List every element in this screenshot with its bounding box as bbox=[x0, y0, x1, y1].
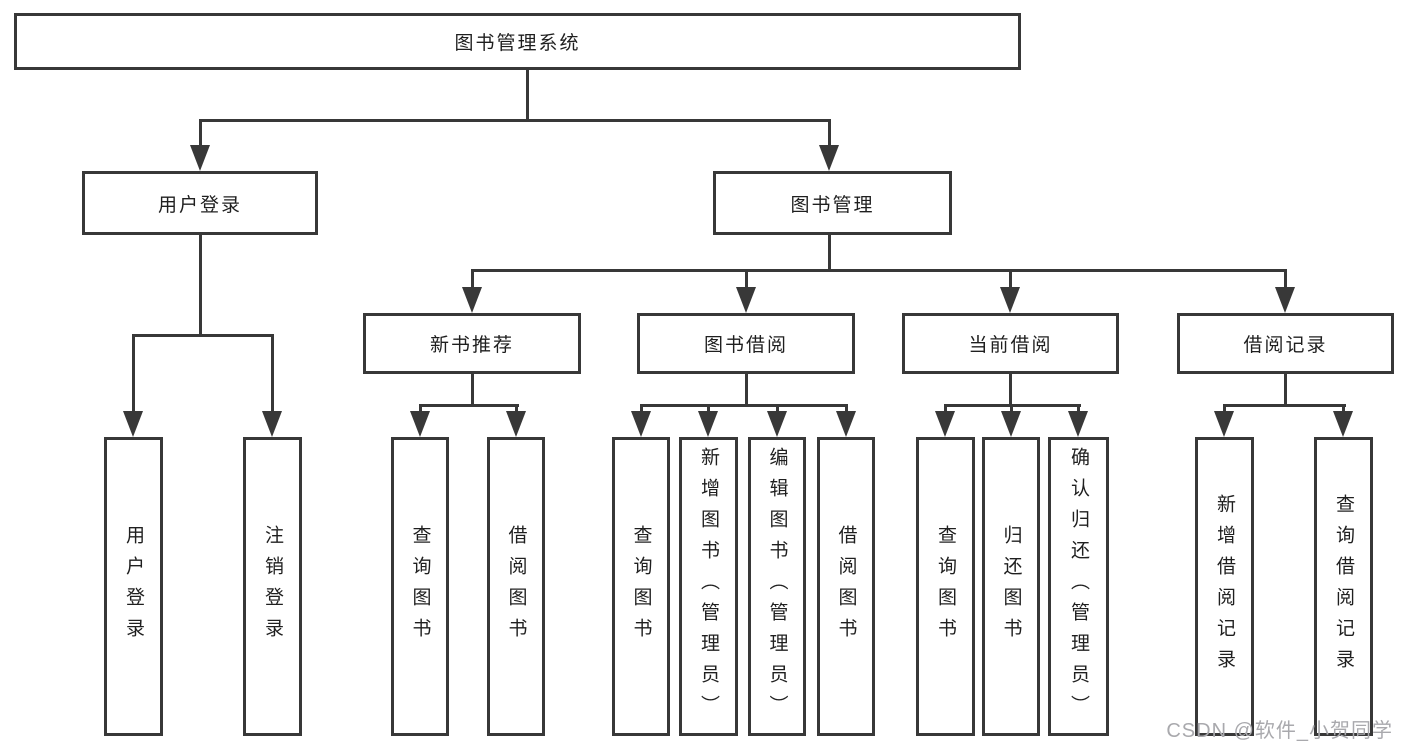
arrowhead-leaf-logout bbox=[262, 411, 282, 437]
arrowhead-cb-return bbox=[1001, 411, 1021, 437]
arrowhead-bb-query bbox=[631, 411, 651, 437]
arrowhead-br-query bbox=[1333, 411, 1353, 437]
node-book-borrowing: 图书借阅 bbox=[637, 313, 855, 374]
leaf-add-borrow-record: 新增借阅记录 bbox=[1195, 437, 1254, 736]
connector-user-login-branch bbox=[132, 334, 274, 337]
arrowhead-br-add bbox=[1214, 411, 1234, 437]
connector-stem-leaf-login bbox=[132, 334, 135, 411]
connector-root-stem bbox=[526, 69, 529, 120]
arrowhead-user-login bbox=[190, 145, 210, 171]
leaf-borrow-books-borrowing: 借阅图书 bbox=[817, 437, 875, 736]
leaf-query-books-borrowing: 查询图书 bbox=[612, 437, 670, 736]
connector-stem-br-add bbox=[1223, 404, 1226, 413]
node-book-management: 图书管理 bbox=[713, 171, 952, 235]
node-borrowing-records: 借阅记录 bbox=[1177, 313, 1394, 374]
connector-stem-new-book bbox=[471, 269, 474, 287]
arrowhead-nb-query bbox=[410, 411, 430, 437]
leaf-return-books: 归还图书 bbox=[982, 437, 1040, 736]
connector-stem-bb-add bbox=[707, 404, 710, 413]
connector-stem-bb-borrow bbox=[845, 404, 848, 413]
arrowhead-bb-add bbox=[698, 411, 718, 437]
connector-stem-bb-query bbox=[640, 404, 643, 413]
connector-stem-book-borrow bbox=[745, 269, 748, 287]
node-current-borrowing: 当前借阅 bbox=[902, 313, 1119, 374]
connector-current-borrow-stem bbox=[1009, 374, 1012, 407]
arrowhead-borrow-records bbox=[1275, 287, 1295, 313]
connector-stem-nb-query bbox=[419, 404, 422, 413]
leaf-query-borrow-record: 查询借阅记录 bbox=[1314, 437, 1373, 736]
connector-stem-borrow-records bbox=[1284, 269, 1287, 287]
connector-stem-book-mgmt bbox=[828, 119, 831, 146]
connector-book-borrow-stem bbox=[745, 374, 748, 407]
connector-borrow-records-stem bbox=[1284, 374, 1287, 407]
connector-stem-cb-return bbox=[1010, 404, 1013, 413]
connector-level1-branch bbox=[199, 119, 831, 122]
leaf-user-login: 用户登录 bbox=[104, 437, 163, 736]
connector-stem-cb-query bbox=[944, 404, 947, 413]
arrowhead-book-borrow bbox=[736, 287, 756, 313]
leaf-borrow-books-recommend: 借阅图书 bbox=[487, 437, 545, 736]
arrowhead-current-borrow bbox=[1000, 287, 1020, 313]
arrowhead-book-mgmt bbox=[819, 145, 839, 171]
arrowhead-cb-confirm bbox=[1068, 411, 1088, 437]
connector-borrow-records-branch bbox=[1223, 404, 1346, 407]
arrowhead-leaf-login bbox=[123, 411, 143, 437]
connector-stem-user-login bbox=[199, 119, 202, 146]
connector-stem-bb-edit bbox=[776, 404, 779, 413]
connector-new-book-branch bbox=[419, 404, 519, 407]
connector-stem-nb-borrow bbox=[515, 404, 518, 413]
connector-stem-leaf-logout bbox=[271, 334, 274, 411]
arrowhead-cb-query bbox=[935, 411, 955, 437]
connector-stem-br-query bbox=[1342, 404, 1345, 413]
leaf-logout: 注销登录 bbox=[243, 437, 302, 736]
arrowhead-new-book bbox=[462, 287, 482, 313]
connector-new-book-stem bbox=[471, 374, 474, 407]
connector-level3-branch bbox=[471, 269, 1287, 272]
connector-stem-current-borrow bbox=[1009, 269, 1012, 287]
connector-book-mgmt-stem bbox=[828, 235, 831, 272]
arrowhead-bb-borrow bbox=[836, 411, 856, 437]
watermark-text: CSDN @软件_小贺同学 bbox=[1166, 720, 1393, 742]
node-new-book-recommend: 新书推荐 bbox=[363, 313, 581, 374]
leaf-edit-books-admin: 编辑图书（管理员） bbox=[748, 437, 806, 736]
leaf-add-books-admin: 新增图书（管理员） bbox=[679, 437, 738, 736]
connector-user-login-stem bbox=[199, 235, 202, 336]
arrowhead-bb-edit bbox=[767, 411, 787, 437]
connector-stem-cb-confirm bbox=[1077, 404, 1080, 413]
connector-book-borrow-branch bbox=[640, 404, 848, 407]
node-user-login: 用户登录 bbox=[82, 171, 318, 235]
leaf-query-books-current: 查询图书 bbox=[916, 437, 975, 736]
arrowhead-nb-borrow bbox=[506, 411, 526, 437]
leaf-query-books-recommend: 查询图书 bbox=[391, 437, 449, 736]
node-library-system: 图书管理系统 bbox=[14, 13, 1021, 70]
leaf-confirm-return-admin: 确认归还（管理员） bbox=[1048, 437, 1109, 736]
